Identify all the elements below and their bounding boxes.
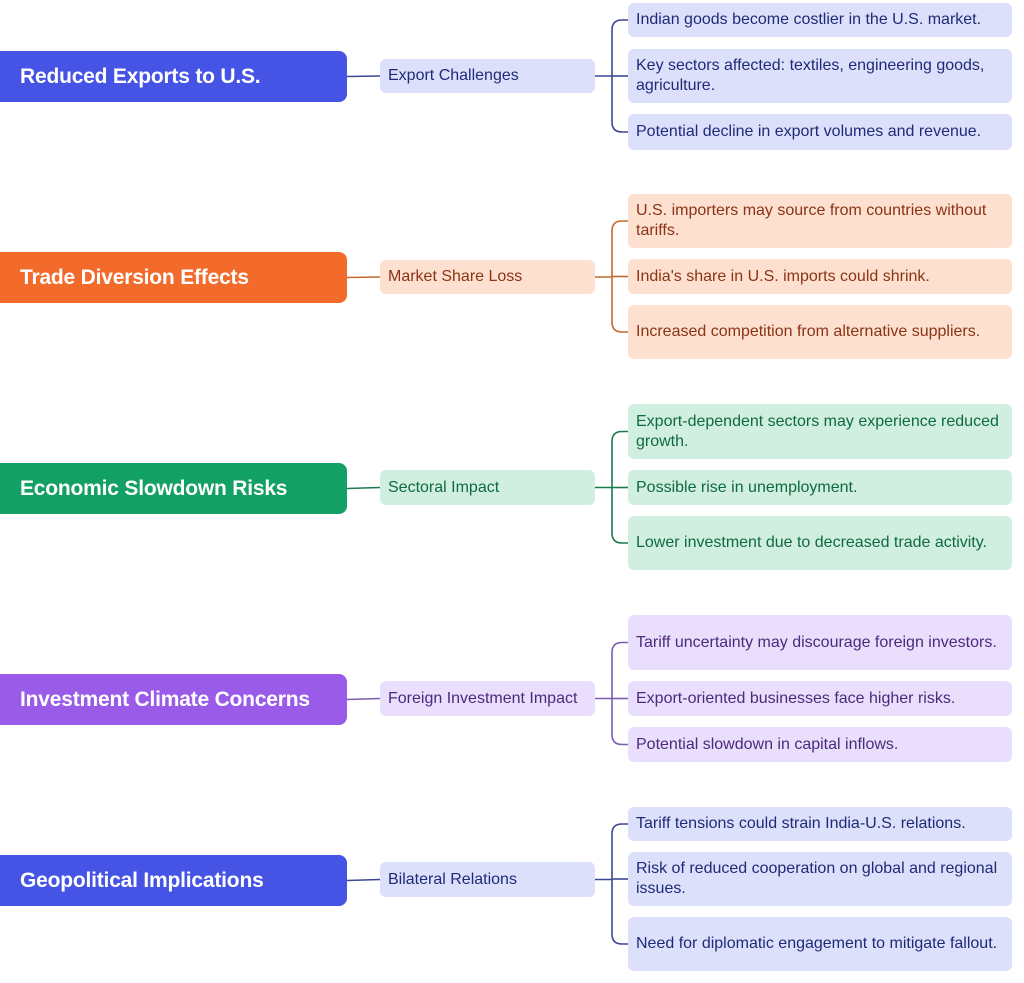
detail-point[interactable]: Increased competition from alternative s… [628,305,1012,359]
connector-line [346,276,381,279]
detail-point[interactable]: Indian goods become costlier in the U.S.… [628,3,1012,37]
main-topic-node[interactable]: Investment Climate Concerns [0,674,347,725]
subtopic-node[interactable]: Market Share Loss [380,260,595,294]
subtopic-node[interactable]: Bilateral Relations [380,862,595,897]
subtopic-node[interactable]: Export Challenges [380,59,595,93]
detail-point[interactable]: Possible rise in unemployment. [628,470,1012,505]
detail-point[interactable]: Tariff tensions could strain India-U.S. … [628,807,1012,841]
detail-point[interactable]: Potential slowdown in capital inflows. [628,727,1012,762]
detail-point[interactable]: India's share in U.S. imports could shri… [628,259,1012,294]
branch-bracket [611,641,628,746]
detail-point[interactable]: Need for diplomatic engagement to mitiga… [628,917,1012,971]
detail-point[interactable]: Potential decline in export volumes and … [628,114,1012,150]
branch-bracket [611,823,628,945]
detail-point[interactable]: Tariff uncertainty may discourage foreig… [628,615,1012,670]
subtopic-node[interactable]: Sectoral Impact [380,470,595,505]
detail-point[interactable]: Export-oriented businesses face higher r… [628,681,1012,716]
connector-line [346,878,381,882]
main-topic-node[interactable]: Geopolitical Implications [0,855,347,906]
detail-point[interactable]: Lower investment due to decreased trade … [628,516,1012,570]
subtopic-node[interactable]: Foreign Investment Impact [380,681,595,716]
main-topic-node[interactable]: Trade Diversion Effects [0,252,347,303]
detail-point[interactable]: Key sectors affected: textiles, engineer… [628,49,1012,103]
detail-point[interactable]: U.S. importers may source from countries… [628,194,1012,248]
detail-point[interactable]: Risk of reduced cooperation on global an… [628,852,1012,906]
connector-line [346,486,381,490]
connector-line [346,697,381,701]
connector-line [346,75,381,78]
detail-point[interactable]: Export-dependent sectors may experience … [628,404,1012,459]
main-topic-node[interactable]: Reduced Exports to U.S. [0,51,347,102]
main-topic-node[interactable]: Economic Slowdown Risks [0,463,347,514]
